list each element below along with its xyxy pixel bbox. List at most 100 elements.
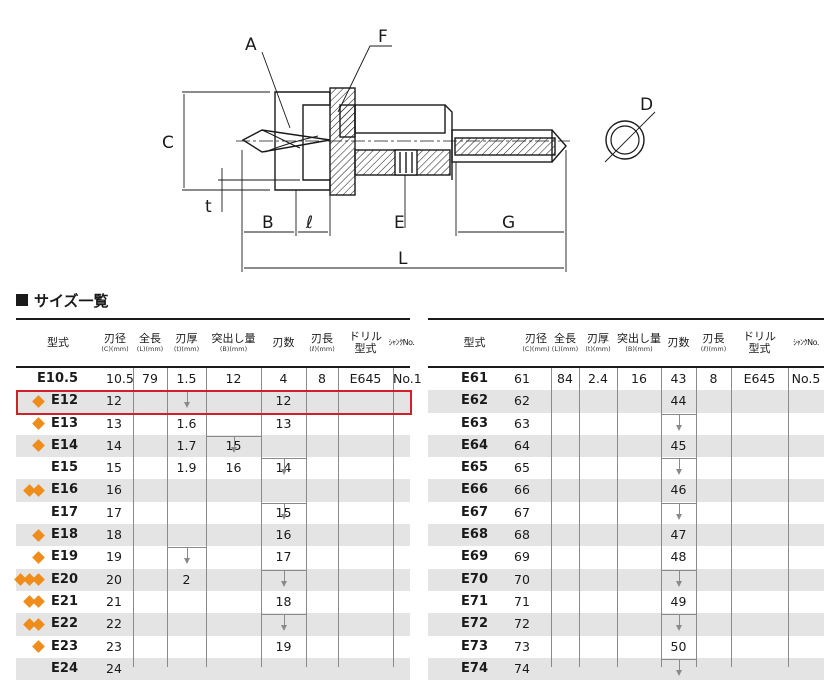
cell-b <box>206 546 261 568</box>
cell-l <box>551 658 579 680</box>
cell-shank <box>393 502 410 524</box>
cell-c: 16 <box>106 482 122 498</box>
continuation-arrow-icon <box>261 502 306 521</box>
cell-drill <box>731 479 788 501</box>
cell-b: 12 <box>225 371 242 386</box>
label-t: t <box>205 197 212 217</box>
section-title-text: サイズ一覧 <box>34 291 109 310</box>
cell-c: 70 <box>514 571 530 587</box>
cell-length <box>696 502 731 524</box>
cell-length <box>306 457 338 479</box>
cell-n: 43 <box>670 371 687 386</box>
cell-l <box>133 413 167 435</box>
cell-drill <box>338 457 393 479</box>
cell-model: E24 <box>51 660 78 676</box>
cell-l <box>133 524 167 546</box>
cell-c: 63 <box>514 415 530 431</box>
cell-shank <box>788 502 824 524</box>
cell-l <box>551 569 579 591</box>
column-header-label: ドリル 型式 <box>349 330 382 355</box>
cell-shank <box>788 435 824 457</box>
cell-drill <box>338 613 393 635</box>
column-header-unit: (C)(mm) <box>101 345 129 353</box>
cell-length: 8 <box>318 371 326 386</box>
cell-c: 18 <box>106 527 122 543</box>
cell-length <box>696 591 731 613</box>
cell-c: 21 <box>106 593 122 609</box>
cell-shank <box>393 636 410 658</box>
cell-length <box>696 636 731 658</box>
cell-drill <box>338 636 393 658</box>
cell-drill <box>338 413 393 435</box>
cell-model: E65 <box>461 460 488 476</box>
column-header-label: 型式 <box>463 336 486 349</box>
cell-drill <box>731 457 788 479</box>
column-header: 刃数 <box>661 320 696 366</box>
cell-shank <box>788 546 824 568</box>
cell-model: E68 <box>461 527 488 543</box>
cell-drill <box>338 502 393 524</box>
cell-c: 72 <box>514 616 530 632</box>
column-header: 突出し量(B)(mm) <box>206 320 261 366</box>
cell-t <box>579 390 617 412</box>
cell-l <box>133 591 167 613</box>
cell-l <box>133 636 167 658</box>
column-divider <box>393 368 394 667</box>
cell-shank <box>788 636 824 658</box>
cell-c: 71 <box>514 593 530 609</box>
cell-model: E21 <box>51 593 78 609</box>
column-header: 型式 <box>428 320 521 366</box>
continuation-arrow-icon <box>206 435 261 454</box>
cell-shank <box>393 591 410 613</box>
cell-l: 79 <box>142 371 158 386</box>
cell-t <box>167 524 206 546</box>
continuation-arrow-icon <box>661 614 696 632</box>
cell-length <box>696 613 731 635</box>
cell-t <box>579 636 617 658</box>
cell-model: E73 <box>461 638 488 654</box>
column-divider <box>261 368 262 667</box>
cell-l <box>133 457 167 479</box>
cell-length <box>306 546 338 568</box>
cell-drill <box>731 613 788 635</box>
column-header: 刃径(C)(mm) <box>100 320 130 366</box>
cell-drill <box>338 591 393 613</box>
cell-model: E19 <box>51 549 78 565</box>
continuation-arrow-icon <box>661 569 696 588</box>
cell-c: 62 <box>514 393 530 409</box>
cell-length <box>306 413 338 435</box>
cell-n: 44 <box>670 393 687 409</box>
column-header: ドリル 型式 <box>338 320 393 366</box>
cell-length <box>306 591 338 613</box>
cell-model: E22 <box>51 616 78 632</box>
cell-shank <box>393 569 410 591</box>
column-header: 型式 <box>16 320 100 366</box>
cell-b <box>617 479 661 501</box>
label-c: C <box>162 133 174 153</box>
cell-b <box>206 613 261 635</box>
column-divider <box>551 368 552 667</box>
cell-drill <box>338 569 393 591</box>
cell-t <box>579 457 617 479</box>
cell-l <box>551 613 579 635</box>
cell-shank <box>788 591 824 613</box>
cell-shank: No.5 <box>791 371 821 386</box>
cell-t <box>579 591 617 613</box>
label-l-small: ℓ <box>305 213 313 233</box>
cell-shank <box>393 435 410 457</box>
tool-dimension-diagram: A F C D t B ℓ E G L <box>162 27 656 272</box>
column-divider <box>579 368 580 667</box>
cell-l <box>133 613 167 635</box>
column-header-label: 刃径 <box>525 332 547 345</box>
arbor-upper <box>354 104 446 134</box>
cell-c: 61 <box>514 371 530 386</box>
